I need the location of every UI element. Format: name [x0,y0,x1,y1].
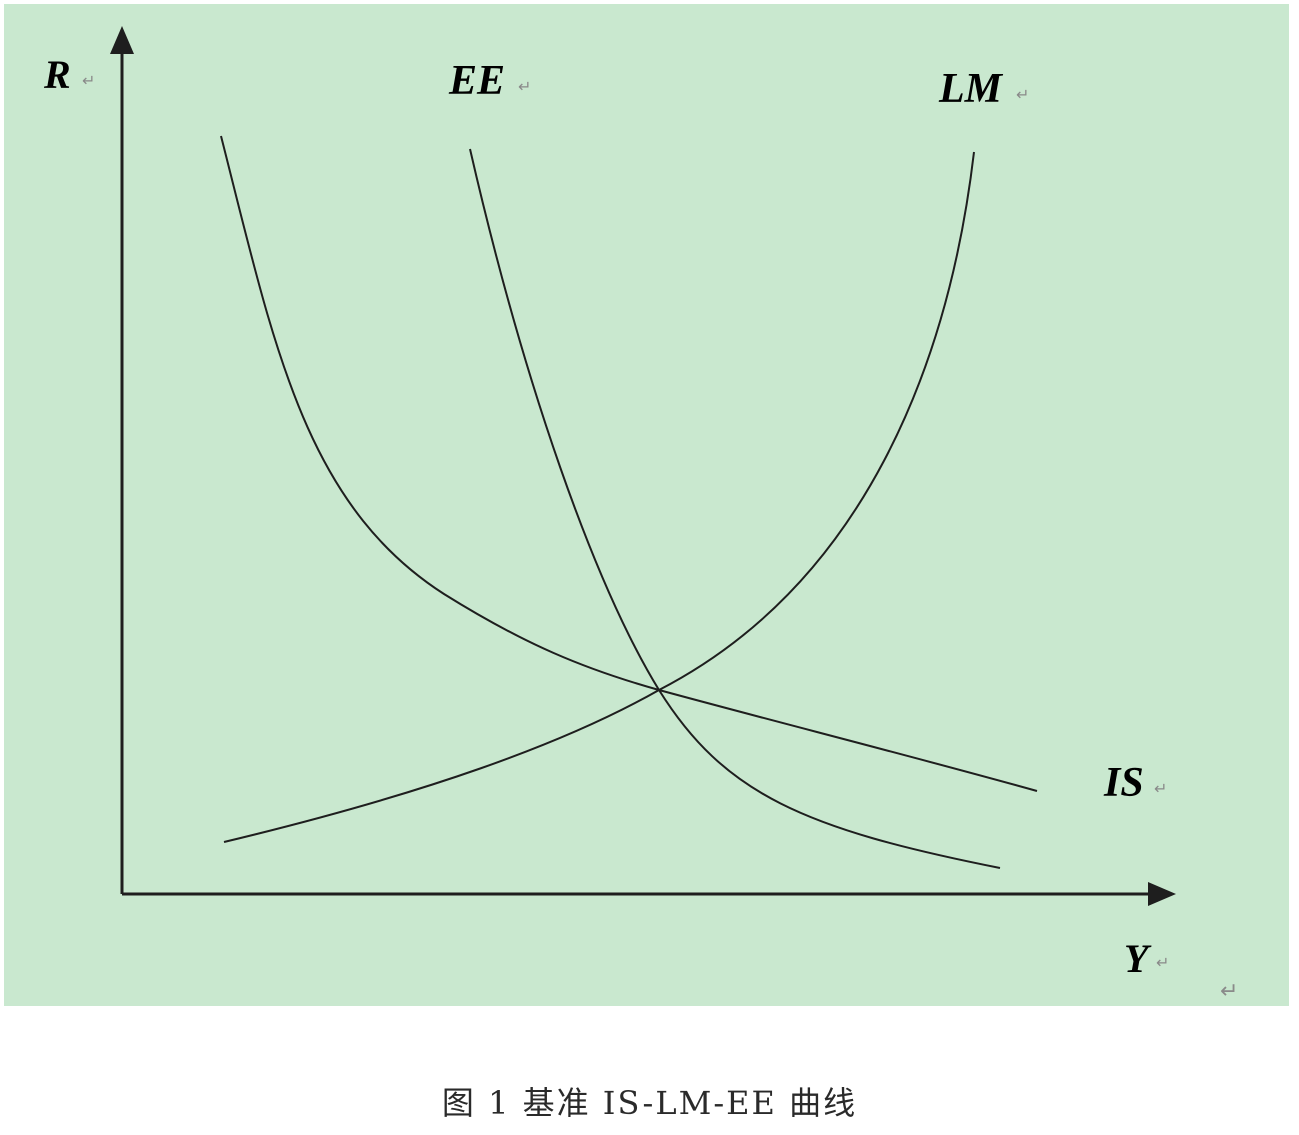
lm-curve-label: LM [938,66,1004,112]
lm-label-return-mark: ↵ [1016,85,1029,104]
trailing-return-mark: ↵ [1220,979,1238,1004]
diagram-background [4,4,1289,1006]
is-curve-label: IS [1103,760,1144,806]
x-axis-label-return-mark: ↵ [1156,953,1169,972]
lm-curve [223,151,975,843]
x-axis-label: Y [1124,936,1152,981]
is-lm-ee-diagram: R ↵ Y ↵ EE ↵ LM ↵ IS ↵ ↵ [4,4,1289,1006]
y-axis-arrowhead [110,26,134,54]
is-curve [220,135,1038,792]
ee-label-return-mark: ↵ [518,77,531,96]
is-label-return-mark: ↵ [1154,779,1167,798]
figure-panel: R ↵ Y ↵ EE ↵ LM ↵ IS ↵ ↵ [4,4,1289,1006]
figure-caption: 图 1 基准 IS-LM-EE 曲线 [441,1084,858,1122]
ee-curve-label: EE [448,58,505,104]
y-axis-label: R [43,52,71,97]
x-axis-arrowhead [1148,882,1176,906]
ee-curve [469,148,1001,869]
y-axis-label-return-mark: ↵ [82,71,95,90]
